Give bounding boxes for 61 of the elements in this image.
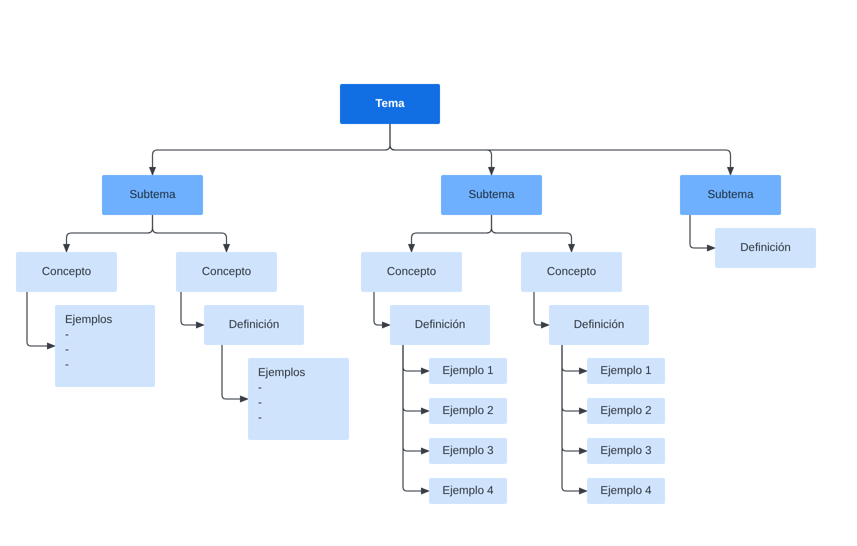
example-list-box (55, 305, 155, 387)
node-label: Ejemplo 2 (442, 404, 494, 418)
arrow (561, 345, 588, 495)
arrow (152, 215, 230, 253)
topic-box (390, 305, 490, 345)
topic-box (429, 478, 507, 504)
topic-box (429, 358, 507, 384)
topic-box (587, 398, 665, 424)
example-list-box (248, 358, 349, 440)
topic-box (340, 84, 440, 124)
topic-box (587, 438, 665, 464)
node-label: Subtema (707, 188, 754, 202)
list-heading: Ejemplos (258, 366, 306, 381)
topic-box (715, 228, 816, 268)
arrow (533, 292, 550, 329)
topic-box (16, 252, 117, 292)
list-item: - (258, 396, 262, 411)
node-label: Definición (574, 318, 624, 332)
arrow (373, 292, 391, 329)
list-heading: Ejemplos (65, 313, 112, 328)
list-item: - (258, 411, 262, 426)
topic-box (587, 478, 665, 504)
node-label: Ejemplo 1 (600, 364, 652, 378)
node-label: Ejemplo 1 (442, 364, 494, 378)
topic-box (587, 358, 665, 384)
topic-box (441, 175, 542, 215)
topic-box (521, 252, 622, 292)
node-label: Concepto (386, 264, 436, 280)
node-label: Tema (375, 96, 405, 112)
topic-box (204, 305, 304, 345)
arrow (689, 215, 716, 252)
list-item: - (258, 381, 262, 396)
topic-box (176, 252, 277, 292)
arrow (180, 292, 205, 329)
node-label: Definición (740, 240, 791, 256)
node-label: Definición (228, 318, 280, 332)
topic-box (102, 175, 203, 215)
topic-box (429, 438, 507, 464)
list-item: - (65, 328, 69, 343)
node-label: Concepto (42, 264, 92, 280)
node-label: Ejemplo 2 (600, 404, 652, 418)
topic-box (361, 252, 462, 292)
list-item: - (65, 343, 69, 358)
arrow (221, 345, 249, 403)
node-label: Subtema (129, 188, 176, 202)
arrow (389, 124, 734, 176)
node-label: Ejemplo 4 (442, 484, 494, 498)
arrow (402, 345, 430, 495)
node-label: Subtema (468, 188, 515, 202)
node-label: Ejemplo 3 (442, 444, 494, 458)
arrow (490, 215, 576, 253)
node-label: Definición (414, 318, 466, 332)
list-item: - (65, 358, 69, 373)
topic-box (680, 175, 781, 215)
node-label: Concepto (546, 264, 596, 280)
node-label: Concepto (202, 264, 252, 280)
topic-box (549, 305, 649, 345)
node-label: Ejemplo 4 (600, 484, 652, 498)
arrow (26, 292, 56, 350)
topic-box (429, 398, 507, 424)
node-label: Ejemplo 3 (600, 444, 652, 458)
